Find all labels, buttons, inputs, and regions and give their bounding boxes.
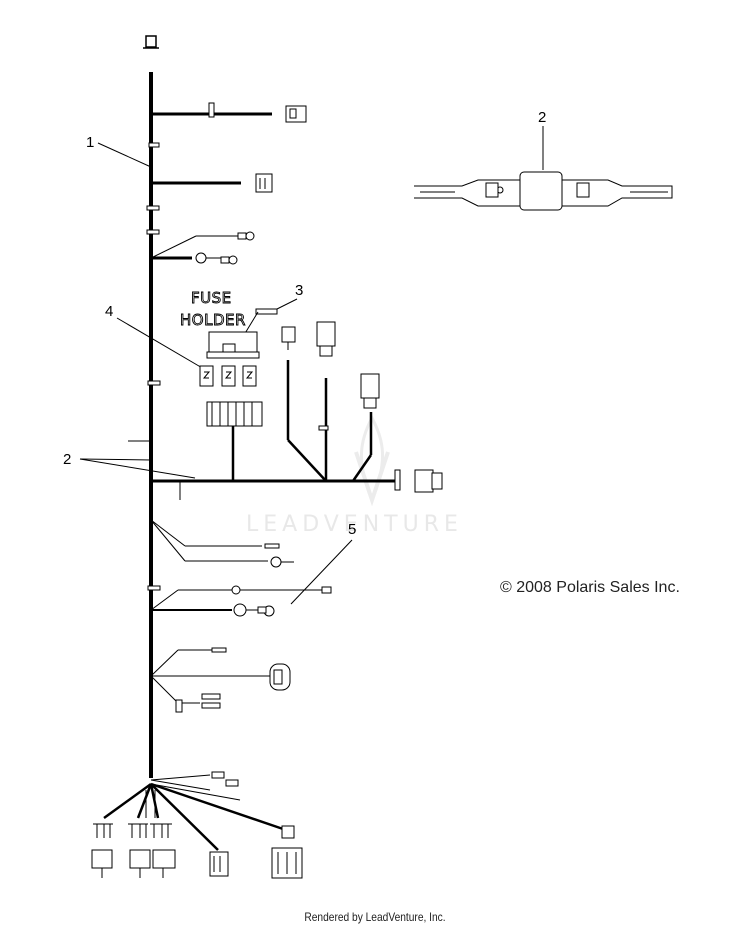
branch-lower-terminals	[150, 519, 294, 568]
harness-clips	[146, 142, 161, 591]
callout-1: 1	[86, 134, 152, 168]
callout-4: 4	[105, 303, 205, 370]
svg-text:3: 3	[295, 282, 303, 299]
fuse-box-icon	[206, 401, 263, 481]
copyright-notice: © 2008 Polaris Sales Inc.	[500, 579, 680, 596]
callout-3: 3	[243, 282, 303, 336]
footer-credit: Rendered by LeadVenture, Inc.	[304, 910, 446, 924]
branch-ring-terminals-lower	[150, 585, 332, 617]
branch-ring-terminals-upper	[150, 231, 255, 265]
fuse-label-line1: FUSE	[191, 289, 232, 307]
inline-fuse-holder-icon	[414, 171, 673, 211]
fuse-label-line2: HOLDER	[180, 311, 246, 329]
branch-upper-connector	[151, 102, 307, 123]
svg-text:1: 1	[86, 134, 94, 151]
sub-branch-right	[151, 469, 443, 500]
fuse-holder-label: FUSE HOLDER	[180, 289, 246, 330]
top-connector-icon	[143, 35, 159, 49]
svg-text:4: 4	[105, 303, 113, 320]
svg-text:2: 2	[538, 109, 546, 126]
relay-connector-icon	[281, 321, 380, 409]
watermark-text: LEADVENTURE	[246, 512, 463, 537]
branch-sensor-connectors	[150, 647, 291, 713]
branch-plug-connector	[151, 173, 273, 193]
bottom-fanout	[103, 771, 287, 851]
svg-text:2: 2	[63, 451, 71, 468]
fuses-icon	[199, 365, 257, 387]
bottom-connectors	[91, 823, 303, 879]
callout-2-upper: 2	[538, 109, 546, 170]
fuse-holder-icon	[206, 331, 260, 359]
callout-5: 5	[290, 521, 356, 605]
callout-2-left: 2	[63, 440, 196, 479]
svg-text:5: 5	[348, 521, 356, 538]
